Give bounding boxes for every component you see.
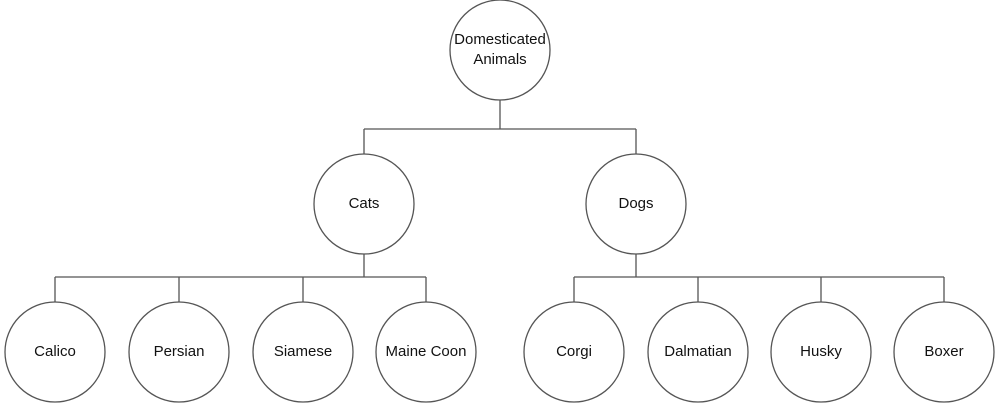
- node-circle: [585, 153, 687, 255]
- node-label: Persian: [154, 343, 205, 360]
- node-persian[interactable]: Persian: [128, 301, 230, 403]
- node-siamese[interactable]: Siamese: [252, 301, 354, 403]
- node-calico[interactable]: Calico: [4, 301, 106, 403]
- node-label: Siamese: [274, 343, 332, 360]
- node-circle: [375, 301, 477, 403]
- node-label: Cats: [349, 195, 380, 212]
- node-label: Boxer: [924, 343, 963, 360]
- node-label: Domesticated: [454, 31, 546, 48]
- node-circle: [252, 301, 354, 403]
- node-circle: [893, 301, 995, 403]
- node-husky[interactable]: Husky: [770, 301, 872, 403]
- node-circle: [4, 301, 106, 403]
- node-label: Maine Coon: [386, 343, 467, 360]
- node-label: Corgi: [556, 343, 592, 360]
- node-circle: [523, 301, 625, 403]
- node-boxer[interactable]: Boxer: [893, 301, 995, 403]
- node-label: Dogs: [618, 195, 653, 212]
- node-label: Animals: [473, 51, 526, 68]
- node-circle: [647, 301, 749, 403]
- node-circle: [770, 301, 872, 403]
- node-circle: [449, 0, 551, 101]
- node-maine-coon[interactable]: Maine Coon: [375, 301, 477, 403]
- edges: [54, 100, 945, 302]
- node-corgi[interactable]: Corgi: [523, 301, 625, 403]
- node-label: Husky: [800, 343, 842, 360]
- node-dogs[interactable]: Dogs: [585, 153, 687, 255]
- node-dalmatian[interactable]: Dalmatian: [647, 301, 749, 403]
- node-label: Calico: [34, 343, 76, 360]
- node-circle: [128, 301, 230, 403]
- node-circle: [313, 153, 415, 255]
- node-label: Dalmatian: [664, 343, 732, 360]
- node-cats[interactable]: Cats: [313, 153, 415, 255]
